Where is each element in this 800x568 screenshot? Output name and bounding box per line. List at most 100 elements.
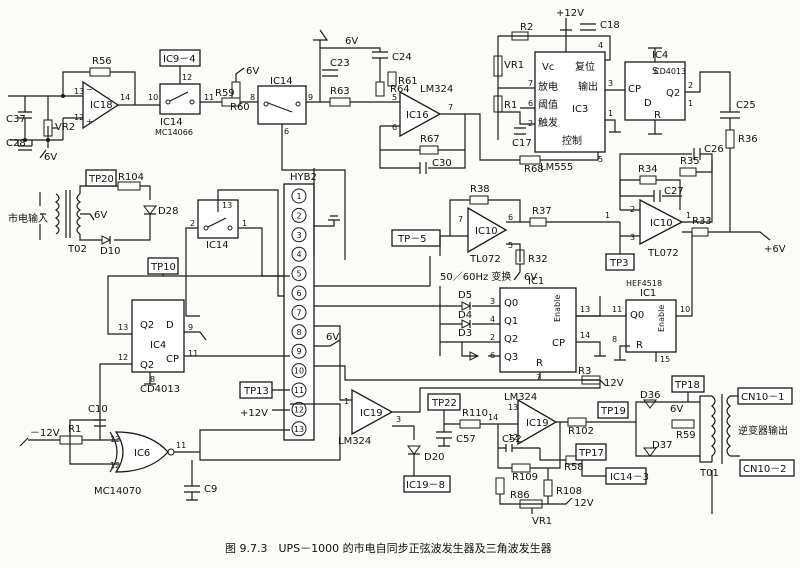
ic3-out: 输出 [578, 80, 598, 93]
svg-text:9: 9 [308, 93, 313, 102]
ic4-q2: Q2 [140, 320, 154, 331]
ic10a-part: TL072 [469, 254, 501, 265]
hyb-pin-9 [291, 343, 307, 359]
ic1-q2: Q2 [504, 334, 518, 345]
ic4-q2b: Q2 [140, 360, 154, 371]
c23-label: C23 [330, 58, 350, 69]
ic14b-label: IC14 [270, 76, 293, 87]
ic4-d: D [166, 320, 174, 331]
ic1-mid-label: IC1 [528, 276, 544, 287]
r64-label: R64 [390, 84, 410, 95]
ic10a-opamp [467, 206, 508, 254]
hyb-pin-label: 5 [296, 270, 301, 279]
c27-label: C27 [664, 186, 684, 197]
hyb-pin-8 [291, 324, 307, 340]
d5-label: D5 [458, 290, 472, 301]
hyb-pin-label: 3 [296, 231, 301, 240]
ic19b-label: IC19 [526, 418, 549, 429]
ic14a-label: IC14 [160, 117, 183, 128]
ic3-control: 控制 [562, 134, 582, 147]
figure-caption: 图 9.7.3 UPS－1000 的市电自同步正弦波发生器及三角波发生器 [225, 541, 552, 555]
svg-text:7: 7 [536, 373, 541, 382]
ic3-part: LM555 [540, 162, 573, 173]
c37-label: C37 [6, 114, 26, 125]
svg-text:7: 7 [448, 103, 453, 112]
c52-label: C52 [502, 434, 522, 445]
hyb-pin-13 [291, 421, 307, 437]
ic16-label: IC16 [406, 110, 429, 121]
svg-text:6: 6 [284, 127, 289, 136]
c57-label: C57 [456, 434, 476, 445]
v6-top: 6V [345, 36, 358, 47]
ic1-q0: Q0 [504, 298, 518, 309]
v6-bridge: 6V [670, 404, 683, 415]
ic4t-r: R [654, 110, 661, 121]
c9-label: C9 [204, 484, 217, 495]
ic10a-label: IC10 [475, 226, 498, 237]
v12-vr1: 12V [574, 498, 594, 509]
hyb-pin-label: 1 [296, 192, 301, 201]
r104-label: R104 [118, 172, 144, 183]
hyb-pin-label: 10 [294, 367, 304, 376]
ic3-label: IC3 [572, 104, 588, 115]
tp22-label: TP22 [431, 398, 457, 409]
ic16-stage: R63 6V C23 C24 R64 R61 IC16 LM324 567 R6… [313, 29, 495, 174]
tp17-label: TP17 [578, 448, 604, 459]
vr1b-label: VR1 [532, 516, 552, 527]
vm12-label: －12V [30, 428, 60, 439]
ic18-label: IC18 [90, 100, 113, 111]
r110-label: R110 [462, 408, 488, 419]
ic19b-part: LM324 [504, 392, 537, 403]
r63-label: R63 [330, 86, 350, 97]
mains-input: 市电输入 T02 6V TP20 R104 D28 D10 [8, 169, 178, 257]
ic14-3-label: IC14－3 [610, 472, 649, 483]
svg-text:14: 14 [120, 93, 130, 102]
ic19a-opamp [351, 388, 394, 436]
svg-text:7: 7 [528, 79, 533, 88]
r60-label: R60 [230, 102, 250, 113]
hyb-pin-11 [291, 382, 307, 398]
svg-text:3: 3 [490, 297, 495, 306]
ic19a-stage: IC19 LM324 13 D20 IC19－8 TP22 C57 R110 [338, 380, 601, 493]
hyb-pin-4 [291, 246, 307, 262]
svg-text:6: 6 [392, 123, 397, 132]
svg-text:1: 1 [686, 211, 691, 220]
ic19-8-label: IC19－8 [406, 480, 445, 491]
ic3-trigger: 触发 [538, 116, 558, 129]
r59b-label: R59 [676, 430, 696, 441]
d36-label: D36 [640, 390, 660, 401]
ic4-top-label: IC4 [652, 50, 668, 61]
c17-label: C17 [512, 138, 532, 149]
svg-text:1: 1 [344, 397, 349, 406]
ic10b-part: TL072 [647, 248, 679, 259]
hyb-pin-label: 4 [296, 250, 301, 259]
r36-label: R36 [738, 134, 758, 145]
d10-label: D10 [100, 246, 120, 257]
ic14-3-box [605, 467, 647, 485]
cn10-1-label: CN10－1 [741, 392, 785, 403]
svg-text:12: 12 [508, 433, 518, 442]
ic10b-opamp [639, 198, 684, 246]
d3-label: D3 [458, 328, 472, 339]
svg-text:6: 6 [528, 99, 533, 108]
r1b-label: R1 [68, 424, 81, 435]
ic14c-label: IC14 [206, 240, 229, 251]
freq-switch: 50／60Hz 变换 [440, 270, 511, 283]
cn10-2-box [739, 459, 795, 477]
ic1r-q0: Q0 [630, 310, 644, 321]
ic4-left-part: CD4013 [140, 384, 180, 395]
ic3-body [534, 51, 606, 153]
ic3-reset: 复位 [575, 60, 595, 73]
svg-text:12: 12 [118, 353, 128, 362]
svg-text:2: 2 [190, 219, 195, 228]
ic14a-part: MC14066 [155, 128, 193, 137]
svg-text:5: 5 [508, 241, 513, 250]
ic1-right-body [625, 299, 677, 353]
